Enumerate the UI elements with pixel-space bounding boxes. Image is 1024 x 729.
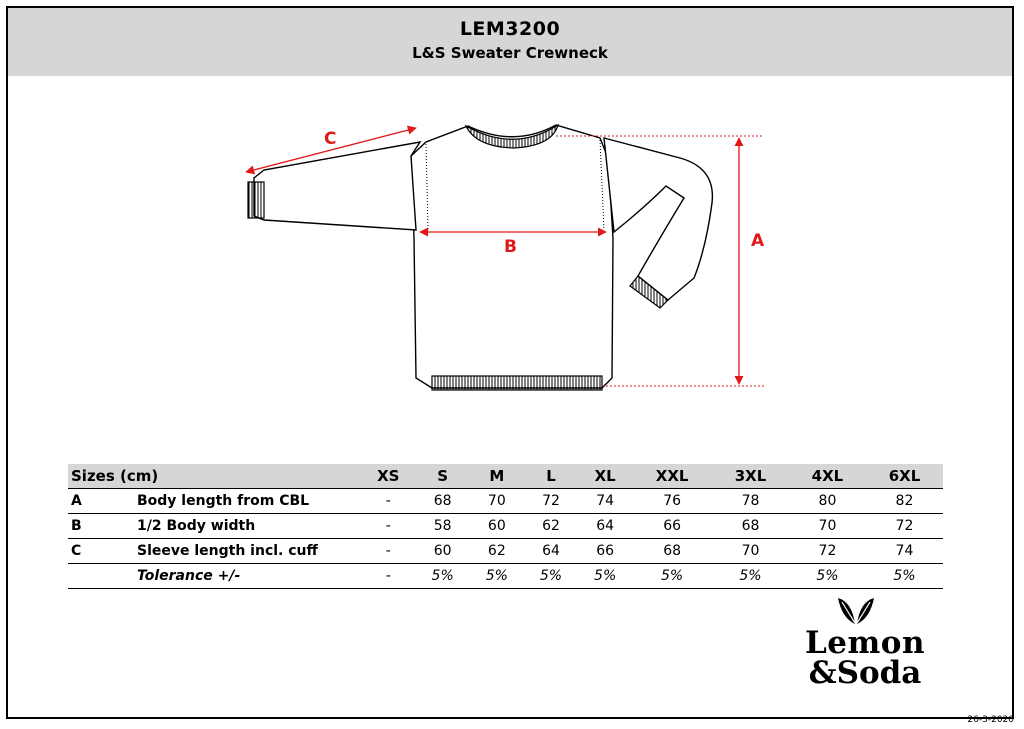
leaf-icon	[838, 598, 874, 624]
size-header: XS	[361, 464, 416, 489]
sizes-unit-label: Sizes (cm)	[68, 464, 361, 489]
garment-drawing: C B A	[245, 123, 765, 391]
label-a: A	[751, 231, 765, 251]
measure-value: 74	[578, 488, 633, 514]
product-name: L&S Sweater Crewneck	[412, 44, 608, 62]
product-code: LEM3200	[459, 18, 561, 40]
tolerance-value: 5%	[469, 563, 524, 589]
tolerance-row: Tolerance +/- - 5% 5% 5% 5% 5% 5% 5% 5%	[68, 563, 943, 589]
tolerance-value: -	[361, 563, 416, 589]
measure-value: 72	[865, 513, 943, 539]
tolerance-value: 5%	[415, 563, 470, 589]
table-row: A Body length from CBL - 68 70 72 74 76 …	[68, 488, 943, 514]
dimension-c-arrow	[245, 125, 417, 175]
size-chart-table: Sizes (cm) XS S M L XL XXL 3XL 4XL 6XL A…	[68, 464, 943, 589]
tolerance-value: 5%	[523, 563, 579, 589]
measure-value: 66	[578, 538, 633, 564]
hem-rib	[431, 375, 603, 391]
label-c: C	[324, 129, 336, 149]
sweater-body	[410, 124, 614, 389]
measure-label: 1/2 Body width	[137, 513, 361, 539]
header-band: LEM3200 L&S Sweater Crewneck	[8, 8, 1012, 76]
measure-value: 70	[788, 513, 866, 539]
measure-code: C	[68, 538, 137, 564]
tolerance-value: 5%	[632, 563, 712, 589]
measure-value: 68	[632, 538, 712, 564]
measure-value: 70	[469, 488, 524, 514]
measure-label: Body length from CBL	[137, 488, 361, 514]
table-row: C Sleeve length incl. cuff - 60 62 64 66…	[68, 538, 943, 564]
measure-value: 68	[712, 513, 789, 539]
tolerance-label: Tolerance +/-	[137, 563, 361, 589]
spec-sheet-frame: LEM3200 L&S Sweater Crewneck	[6, 6, 1014, 719]
tolerance-code	[68, 563, 137, 589]
measure-value: 64	[578, 513, 633, 539]
measure-value: 58	[415, 513, 470, 539]
size-header: L	[523, 464, 579, 489]
measure-value: -	[361, 513, 416, 539]
measure-value: 68	[415, 488, 470, 514]
measure-value: 72	[523, 488, 579, 514]
measure-value: 70	[712, 538, 789, 564]
logo-line-2: &Soda	[808, 655, 922, 691]
size-header: 3XL	[712, 464, 789, 489]
left-sleeve	[253, 141, 422, 231]
tolerance-value: 5%	[578, 563, 633, 589]
measure-value: 64	[523, 538, 579, 564]
measure-label: Sleeve length incl. cuff	[137, 538, 361, 564]
brand-logo: Lemon &Soda	[780, 596, 950, 696]
size-header: M	[469, 464, 524, 489]
size-header: 4XL	[788, 464, 866, 489]
size-header: S	[415, 464, 470, 489]
collar-rib	[464, 123, 560, 149]
measure-value: -	[361, 538, 416, 564]
measure-value: 80	[788, 488, 866, 514]
right-cuff	[629, 275, 669, 309]
tolerance-value: 5%	[865, 563, 943, 589]
measure-value: 62	[523, 513, 579, 539]
measure-code: B	[68, 513, 137, 539]
measure-value: 78	[712, 488, 789, 514]
table-row: B 1/2 Body width - 58 60 62 64 66 68 70 …	[68, 513, 943, 539]
measure-value: 60	[469, 513, 524, 539]
measure-value: 60	[415, 538, 470, 564]
tolerance-value: 5%	[712, 563, 789, 589]
measure-value: 76	[632, 488, 712, 514]
revision-date: 26-3-2020	[967, 715, 1014, 725]
size-header-row: Sizes (cm) XS S M L XL XXL 3XL 4XL 6XL	[68, 464, 943, 489]
label-b: B	[504, 237, 517, 257]
measure-value: 72	[788, 538, 866, 564]
measure-value: 62	[469, 538, 524, 564]
measure-value: -	[361, 488, 416, 514]
measure-value: 82	[865, 488, 943, 514]
logo-line-1: Lemon	[804, 625, 926, 661]
size-header: 6XL	[865, 464, 943, 489]
size-header: XL	[578, 464, 633, 489]
size-header: XXL	[632, 464, 712, 489]
tolerance-value: 5%	[788, 563, 866, 589]
left-cuff	[247, 181, 265, 219]
measure-value: 66	[632, 513, 712, 539]
right-sleeve	[603, 137, 714, 301]
measure-code: A	[68, 488, 137, 514]
measure-value: 74	[865, 538, 943, 564]
